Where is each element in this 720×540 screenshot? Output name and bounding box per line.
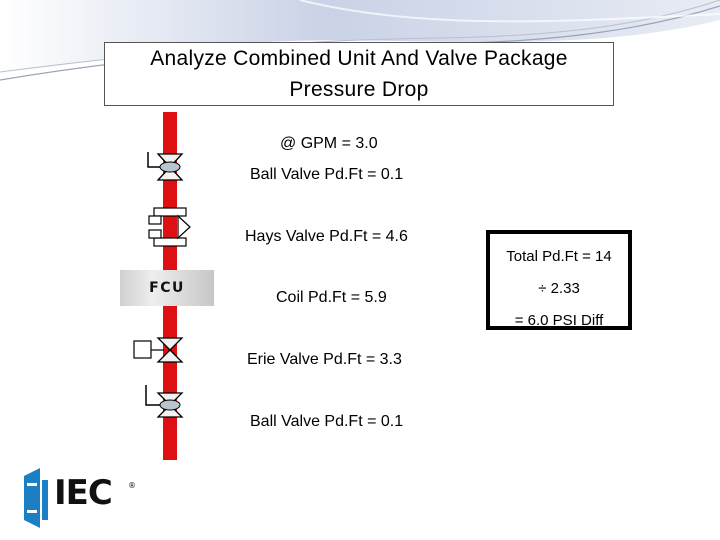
fcu-box: FCU (120, 270, 214, 306)
erie-valve-icon (133, 337, 184, 363)
title-line-2: Pressure Drop (289, 78, 429, 101)
title-box: Analyze Combined Unit And Valve Package … (104, 42, 614, 106)
gpm-label: @ GPM = 3.0 (280, 135, 378, 152)
hays-valve-icon (148, 207, 191, 247)
ball-valve-top-icon (147, 152, 184, 181)
iec-logo-registered: ® (128, 481, 136, 490)
hays-valve-label: Hays Valve Pd.Ft = 4.6 (245, 228, 408, 245)
iec-logo-text: IEC (54, 473, 112, 513)
ball-valve-top-label: Ball Valve Pd.Ft = 0.1 (250, 166, 404, 183)
total-line-2: ÷ 2.33 (538, 280, 580, 297)
ball-valve-bottom-label: Ball Valve Pd.Ft = 0.1 (250, 413, 404, 430)
fcu-label: FCU (149, 280, 185, 296)
title-line-1: Analyze Combined Unit And Valve Package (150, 47, 568, 70)
ball-valve-bottom-icon (145, 385, 184, 418)
total-line-3: = 6.0 PSI Diff (514, 312, 604, 329)
total-line-1: Total Pd.Ft = 14 (506, 248, 612, 265)
erie-valve-label: Erie Valve Pd.Ft = 3.3 (247, 351, 402, 368)
iec-logo-mark (24, 468, 48, 528)
total-box: Total Pd.Ft = 14 ÷ 2.33 = 6.0 PSI Diff (486, 230, 632, 330)
iec-logo: IEC ® (24, 468, 136, 528)
coil-label: Coil Pd.Ft = 5.9 (276, 289, 387, 306)
